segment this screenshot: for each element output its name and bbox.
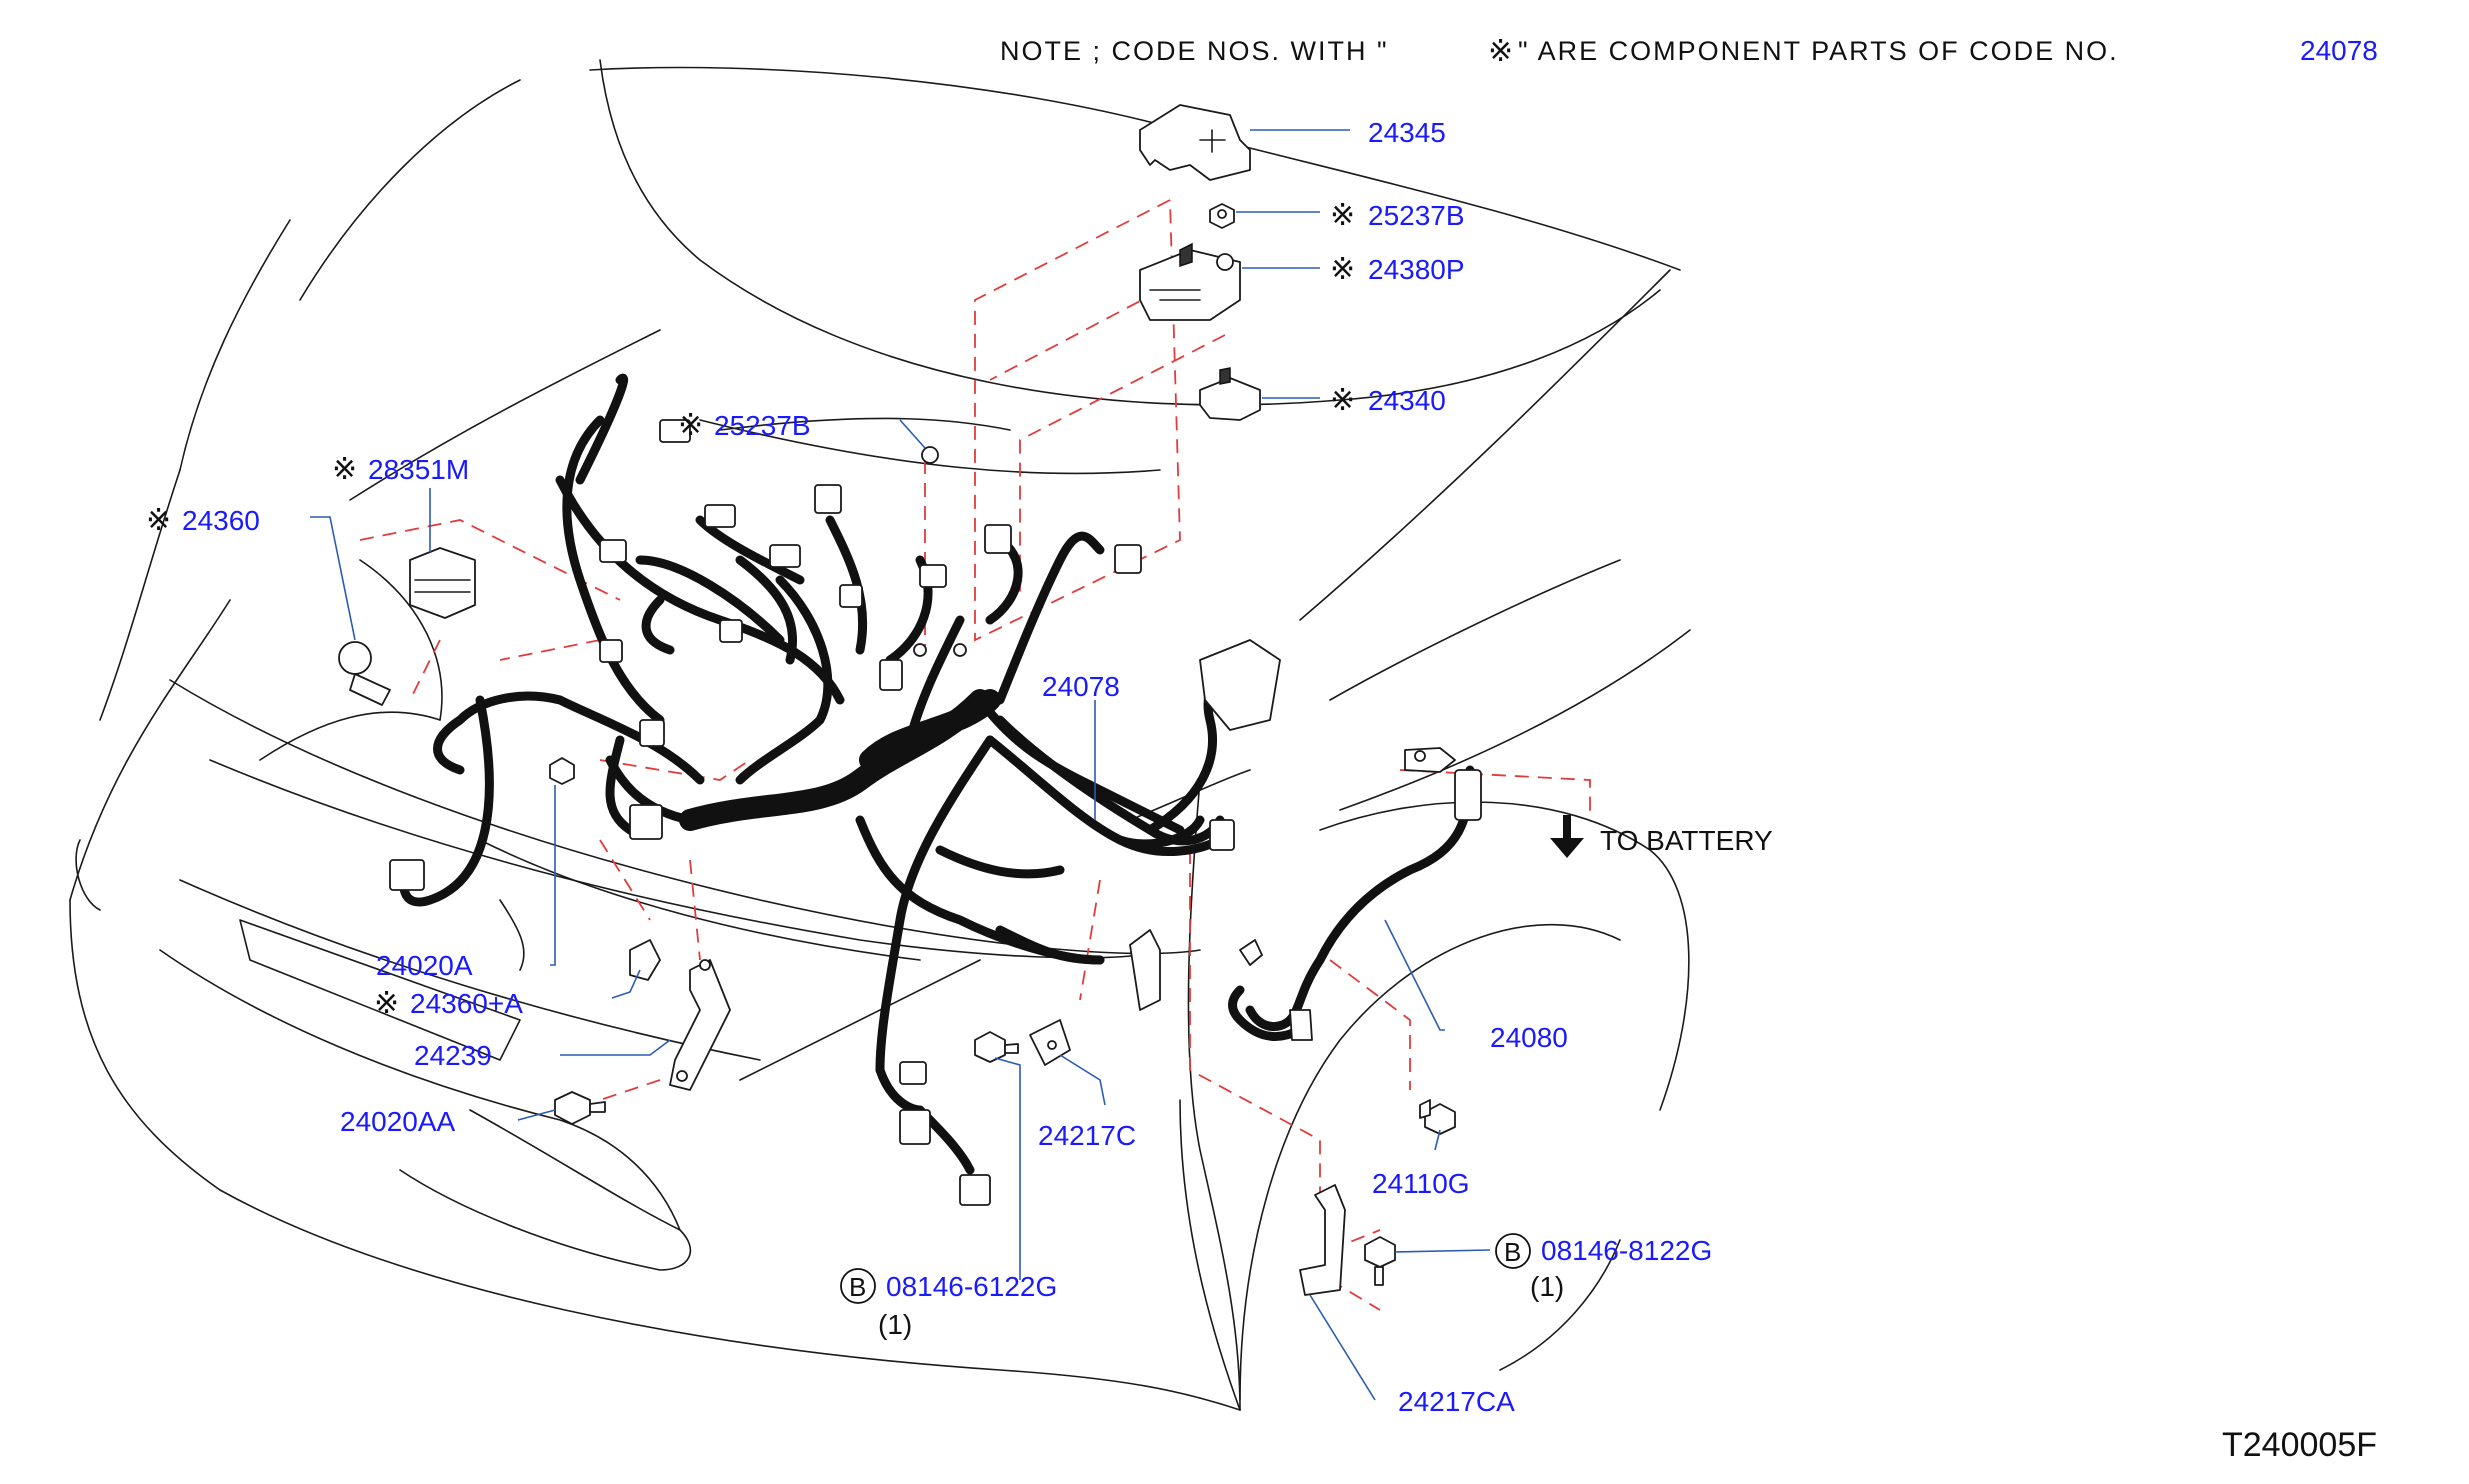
- b-circle-left: [840, 1268, 876, 1304]
- label-25237B-top: 25237B: [1368, 200, 1465, 231]
- note-mark: ※: [1488, 34, 1513, 69]
- mark-25237B: ※: [678, 408, 703, 443]
- bolt-08146-6122G: [974, 1031, 1019, 1063]
- label-08146-8122G: 08146-8122G: [1541, 1235, 1712, 1266]
- socket-24360: [338, 641, 391, 706]
- label-24360: 24360: [182, 505, 260, 536]
- b-letter-right: B: [1504, 1237, 1521, 1267]
- label-25237B: 25237B: [714, 410, 811, 441]
- bracket-24217CA: [1299, 1184, 1346, 1296]
- battery-cable-24080: [1228, 747, 1482, 1042]
- leader-lines: [310, 129, 1491, 1401]
- label-24078: 24078: [1042, 671, 1120, 702]
- mark-28351M: ※: [332, 452, 357, 487]
- note-prefix: NOTE ; CODE NOS. WITH ": [1000, 36, 1389, 66]
- harness-connectors: [389, 419, 1281, 1206]
- label-24110G: 24110G: [1372, 1168, 1470, 1199]
- note-suffix: " ARE COMPONENT PARTS OF CODE NO.: [1518, 36, 2119, 66]
- assembly-guide-lines: [359, 199, 1591, 1311]
- bolt-08146-8122G: [1364, 1236, 1396, 1286]
- mark-24360-A: ※: [374, 986, 399, 1021]
- label-24345: 24345: [1368, 117, 1446, 148]
- header-note: NOTE ; CODE NOS. WITH " ※ " ARE COMPONEN…: [1000, 34, 2378, 69]
- mark-24360: ※: [146, 503, 171, 538]
- bracket-24217C: [1029, 1019, 1071, 1066]
- terminal-cover-24345: [1139, 104, 1251, 181]
- label-24020A: 24020A: [376, 950, 473, 981]
- label-24360-A: 24360+A: [410, 988, 523, 1019]
- bolt-24110G: [1419, 1099, 1456, 1135]
- note-code: 24078: [2300, 35, 2378, 66]
- qty-left: (1): [878, 1309, 912, 1340]
- b-circle-right: [1495, 1233, 1531, 1269]
- nut-25237B-top: [1209, 203, 1235, 229]
- label-24080: 24080: [1490, 1022, 1568, 1053]
- drawing-ref-code: T240005F: [2222, 1426, 2377, 1464]
- battery-direction-arrow: [1550, 815, 1584, 858]
- module-28351M: [409, 547, 476, 619]
- label-28351M: 28351M: [368, 454, 469, 485]
- part-labels: 24345 ※ 25237B ※ 24380P ※ 24340 ※ 25237B…: [146, 117, 1773, 1417]
- socket-24360-A: [629, 939, 661, 981]
- mark-24380P: ※: [1330, 252, 1355, 287]
- label-24217CA: 24217CA: [1398, 1386, 1515, 1417]
- b-letter-left: B: [849, 1272, 866, 1302]
- label-24020AA: 24020AA: [340, 1106, 456, 1137]
- label-to-battery: TO BATTERY: [1600, 825, 1773, 856]
- qty-right: (1): [1530, 1271, 1564, 1302]
- fusible-link-24380P: [1139, 242, 1241, 321]
- mark-25237B-top: ※: [1330, 198, 1355, 233]
- label-08146-6122G: 08146-6122G: [886, 1271, 1057, 1302]
- mark-24340: ※: [1330, 383, 1355, 418]
- label-24239: 24239: [414, 1040, 492, 1071]
- label-24217C: 24217C: [1038, 1120, 1136, 1151]
- terminal-24340: [1199, 367, 1261, 421]
- bracket-24239: [669, 959, 731, 1091]
- bolt-24020A: [549, 757, 575, 785]
- bolt-24020AA: [554, 1091, 606, 1125]
- label-24380P: 24380P: [1368, 254, 1465, 285]
- engine-room-harness-24078: [399, 373, 1255, 1175]
- label-24340: 24340: [1368, 385, 1446, 416]
